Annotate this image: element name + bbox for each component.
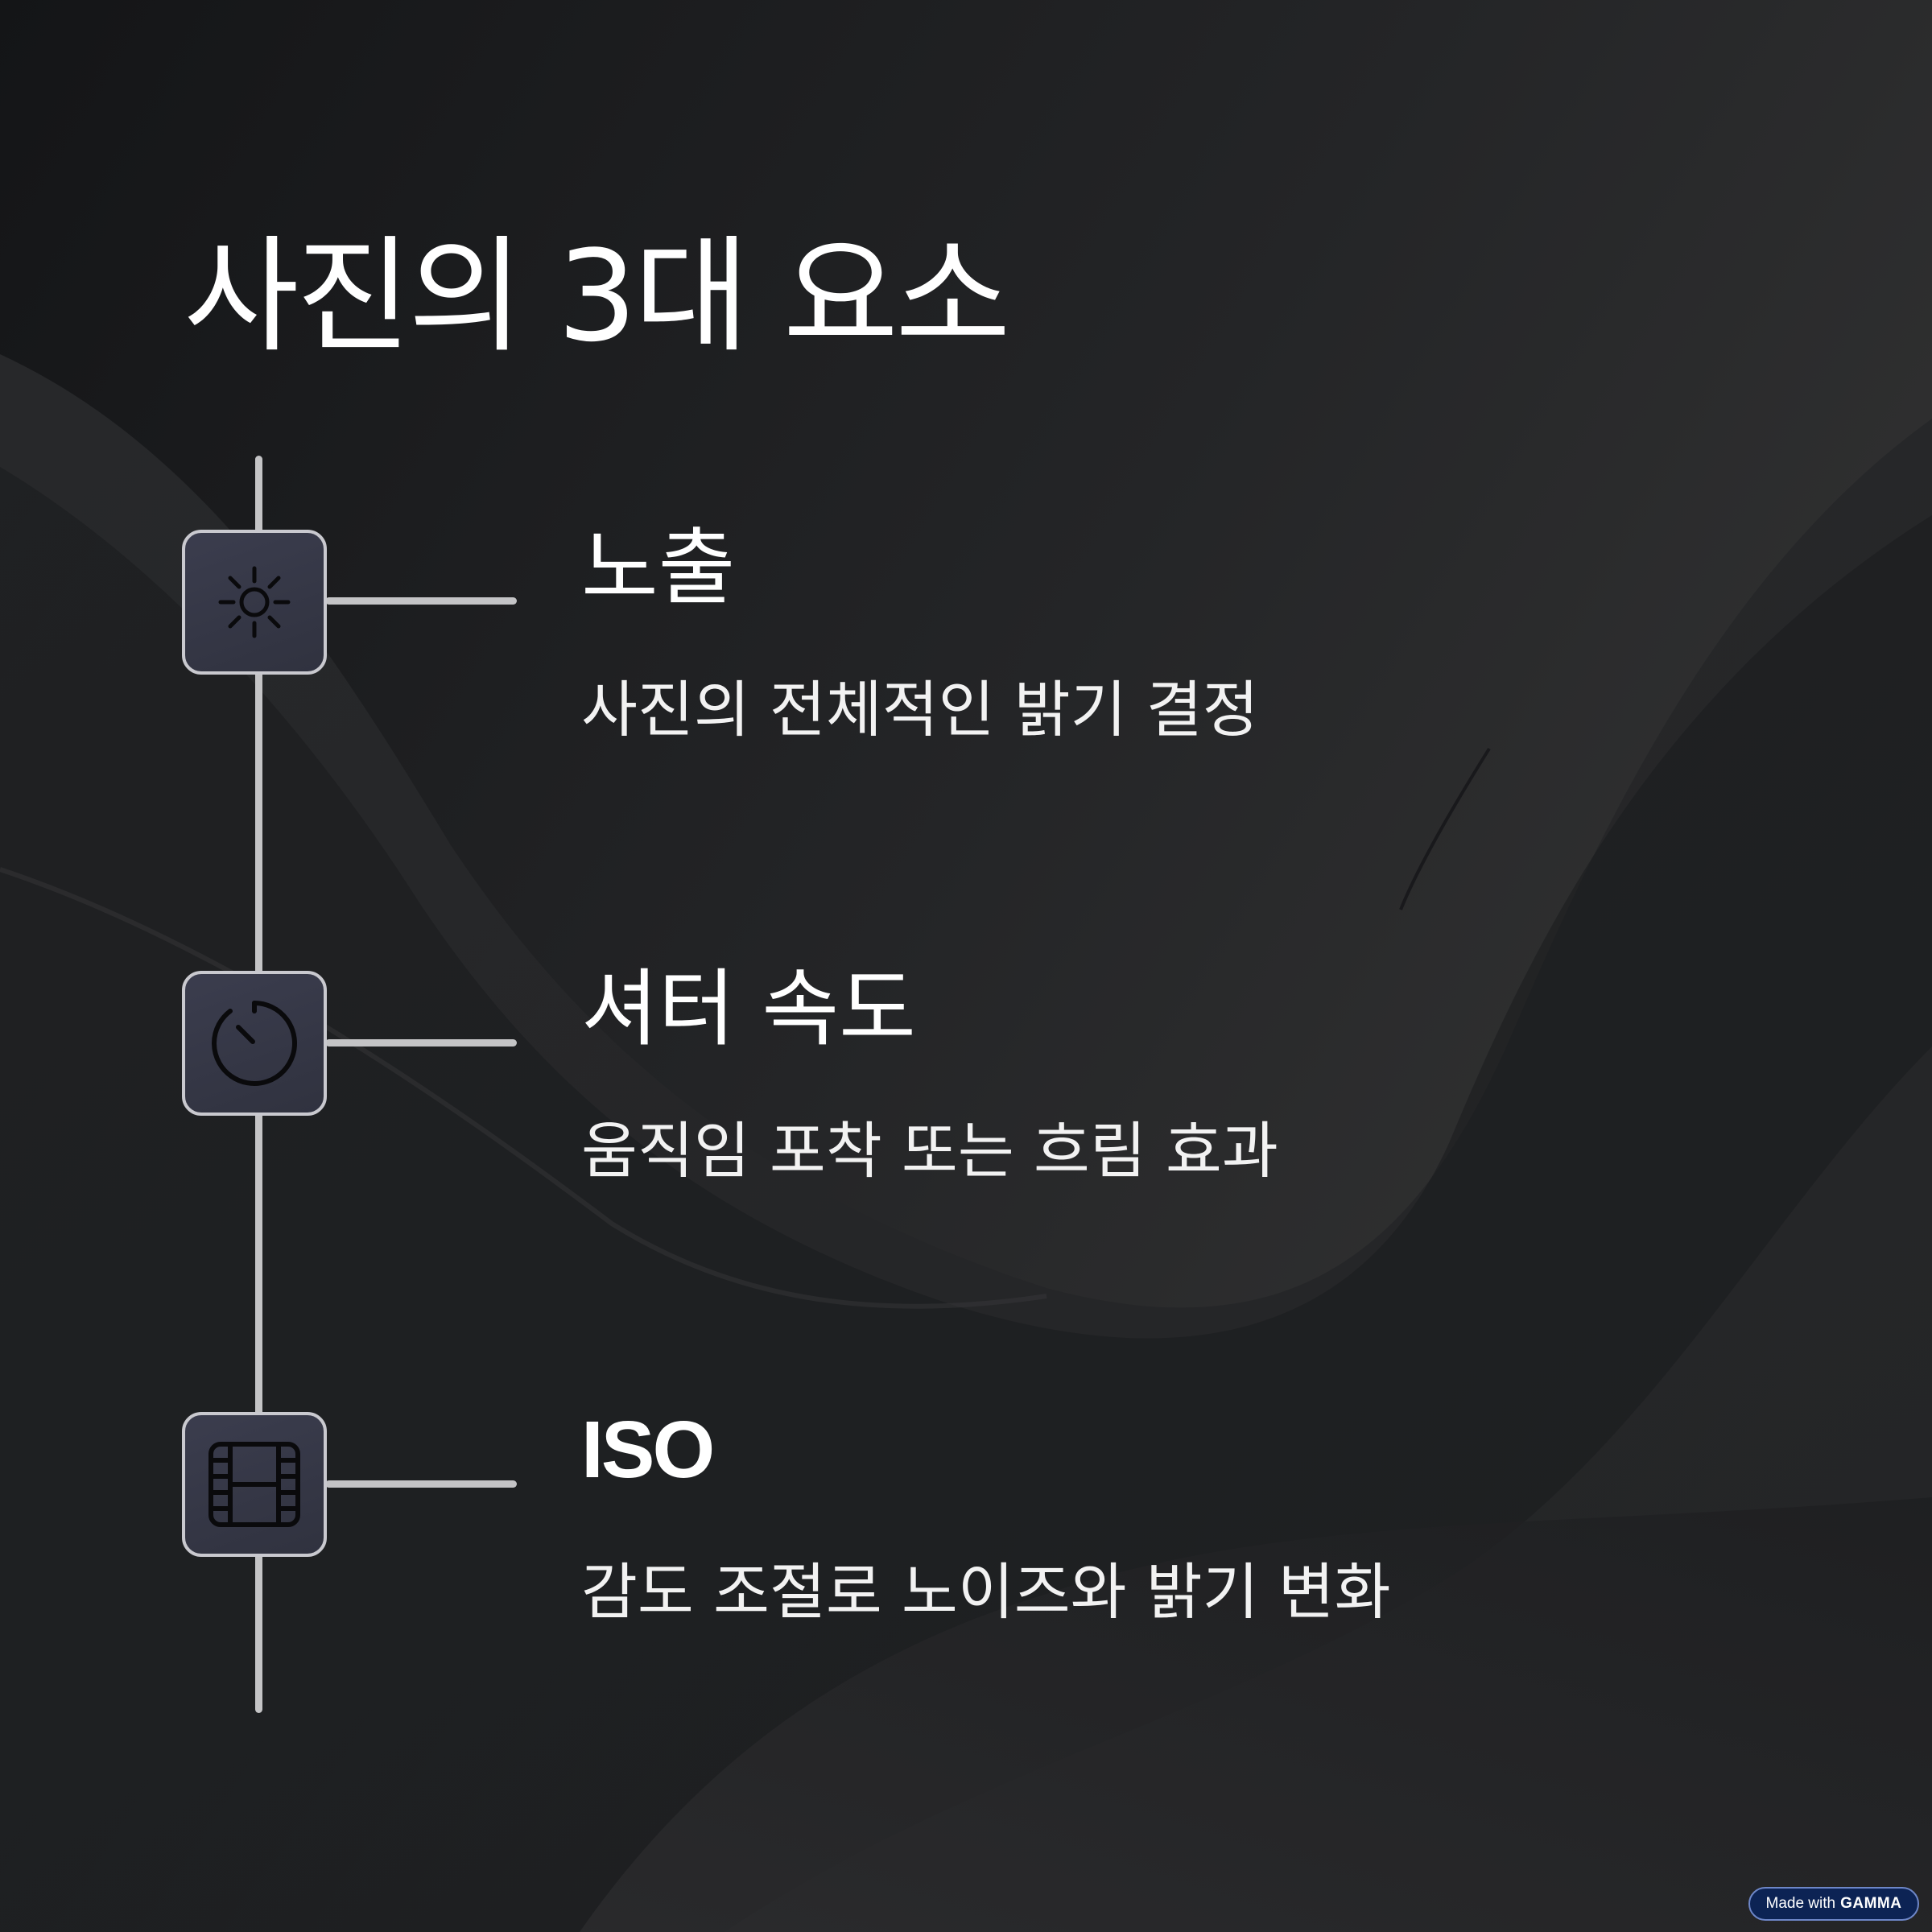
badge-brand: GAMMA <box>1840 1895 1902 1912</box>
timeline-icon-box <box>182 1412 327 1557</box>
sun-icon <box>218 566 291 638</box>
film-icon <box>208 1442 300 1527</box>
page-title: 사진의 3대 요소 <box>184 223 1011 369</box>
timeline-connector <box>325 1039 517 1046</box>
timer-icon <box>212 1001 297 1086</box>
item-title-shutter-speed: 셔터 속도 <box>581 960 916 1058</box>
timeline-icon-box <box>182 971 327 1116</box>
timeline-icon-box <box>182 530 327 675</box>
item-description-shutter-speed: 움직임 포착 또는 흐림 효과 <box>581 1115 1278 1187</box>
item-title-exposure: 노출 <box>581 518 736 617</box>
timeline-connector <box>325 597 517 605</box>
item-description-exposure: 사진의 전체적인 밝기 결정 <box>581 674 1259 745</box>
badge-prefix: Made with <box>1765 1895 1836 1912</box>
item-description-iso: 감도 조절로 노이즈와 밝기 변화 <box>581 1556 1391 1628</box>
made-with-gamma-badge[interactable]: Made with GAMMA <box>1748 1887 1919 1921</box>
timeline-connector <box>325 1480 517 1488</box>
item-title-iso: ISO <box>581 1405 715 1495</box>
